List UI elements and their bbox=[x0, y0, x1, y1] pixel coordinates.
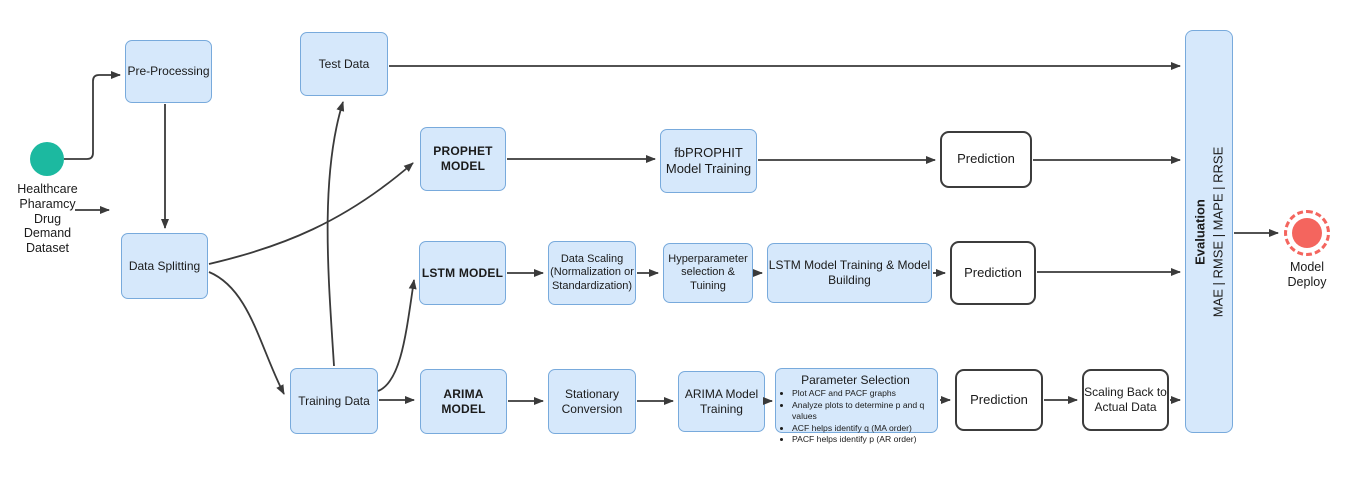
edge-training-data-to-test-data bbox=[326, 101, 345, 367]
dataset-label: Healthcare Pharamcy Drug Demand Dataset bbox=[17, 182, 78, 255]
node-label: Stationary Conversion bbox=[561, 386, 623, 416]
dataset-circle-icon bbox=[30, 142, 64, 176]
bullet-item: Analyze plots to determine p and q value… bbox=[792, 400, 933, 423]
edge-data-splitting-to-training-data bbox=[208, 271, 285, 395]
node-label: PROPHET MODEL bbox=[433, 144, 493, 173]
node-label: fbPROPHIT Model Training bbox=[665, 144, 752, 176]
evaluation-rotated-text: Evaluation MAE | RMSE | MAPE | RRSE bbox=[1191, 146, 1226, 317]
node-label: Pre-Processing bbox=[127, 64, 210, 78]
node-arima-model: ARIMA MODEL bbox=[420, 369, 507, 434]
node-lstm-training: LSTM Model Training & Model Building bbox=[767, 243, 932, 303]
node-lstm-model: LSTM MODEL bbox=[419, 241, 506, 305]
node-parameter-selection: Parameter Selection Plot ACF and PACF gr… bbox=[775, 368, 938, 444]
node-label: Scaling Back to Actual Data bbox=[1084, 385, 1167, 414]
node-scaling-back: Scaling Back to Actual Data bbox=[1082, 369, 1169, 431]
parameter-selection-bullets: Plot ACF and PACF graphs Analyze plots t… bbox=[778, 388, 933, 446]
model-deploy-icon bbox=[1284, 210, 1330, 256]
bullet-item: PACF helps identify p (AR order) bbox=[792, 434, 933, 446]
node-fbprophit-training: fbPROPHIT Model Training bbox=[660, 129, 757, 193]
node-label: LSTM MODEL bbox=[421, 265, 504, 280]
model-deploy-label: Model Deploy bbox=[1287, 260, 1327, 289]
node-label: Training Data bbox=[298, 393, 370, 408]
node-label: Prediction bbox=[964, 264, 1022, 280]
parameter-selection-title: Parameter Selection bbox=[801, 373, 910, 387]
node-label: Data Splitting bbox=[128, 258, 201, 273]
edge-training-data-to-lstm-model bbox=[377, 279, 417, 392]
node-data-scaling: Data Scaling (Normalization or Standardi… bbox=[548, 241, 636, 305]
node-pre-processing: Pre-Processing bbox=[125, 40, 212, 103]
node-stationary-conversion: Stationary Conversion bbox=[548, 369, 636, 434]
bullet-item: Plot ACF and PACF graphs bbox=[792, 388, 933, 400]
evaluation-metrics: MAE | RMSE | MAPE | RRSE bbox=[1210, 146, 1225, 317]
node-test-data: Test Data bbox=[300, 32, 388, 96]
node-label: Data Scaling (Normalization or Standardi… bbox=[550, 252, 634, 292]
node-label: ARIMA MODEL bbox=[441, 386, 486, 416]
node-label: Prediction bbox=[970, 391, 1028, 407]
node-prediction-lstm: Prediction bbox=[950, 241, 1036, 305]
node-prophet-model: PROPHET MODEL bbox=[420, 127, 506, 191]
node-evaluation: Evaluation MAE | RMSE | MAPE | RRSE bbox=[1185, 30, 1233, 433]
node-label: Hyperparameter selection & Tuining bbox=[668, 252, 748, 292]
bullet-item: ACF helps identify q (MA order) bbox=[792, 423, 933, 435]
node-prediction-prophet: Prediction bbox=[940, 131, 1032, 188]
node-label: ARIMA Model Training bbox=[684, 386, 759, 416]
node-training-data: Training Data bbox=[290, 368, 378, 434]
node-label: Test Data bbox=[318, 56, 370, 71]
evaluation-title: Evaluation bbox=[1192, 198, 1208, 265]
model-deploy-icon-core bbox=[1292, 218, 1322, 248]
node-label: Prediction bbox=[957, 151, 1015, 167]
node-arima-training: ARIMA Model Training bbox=[678, 371, 765, 432]
edge-dataset-to-pre-processing bbox=[64, 71, 121, 160]
node-prediction-arima: Prediction bbox=[955, 369, 1043, 431]
edge-data-splitting-to-prophet-model bbox=[208, 162, 414, 265]
node-data-splitting: Data Splitting bbox=[121, 233, 208, 299]
node-label: LSTM Model Training & Model Building bbox=[768, 258, 931, 287]
node-hyperparameter-tuning: Hyperparameter selection & Tuining bbox=[663, 243, 753, 303]
